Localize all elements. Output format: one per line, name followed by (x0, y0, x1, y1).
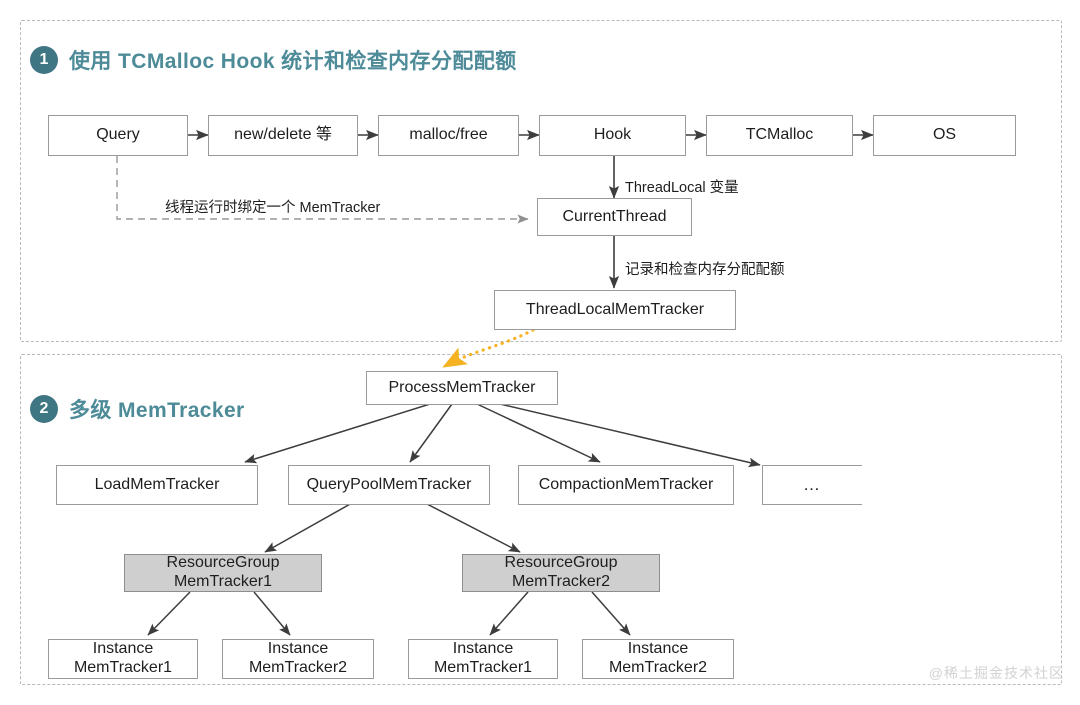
node-resourcegroup-memtracker-1[interactable]: ResourceGroup MemTracker1 (124, 554, 322, 592)
node-querypool-memtracker[interactable]: QueryPoolMemTracker (288, 465, 490, 505)
node-instance-memtracker-2b[interactable]: Instance MemTracker2 (582, 639, 734, 679)
node-current-thread[interactable]: CurrentThread (537, 198, 692, 236)
section-panel-1 (20, 20, 1062, 342)
section-heading-2: 2 多级 MemTracker (30, 394, 245, 424)
node-instance-memtracker-1b[interactable]: Instance MemTracker1 (408, 639, 558, 679)
node-process-memtracker[interactable]: ProcessMemTracker (366, 371, 558, 405)
node-tcmalloc[interactable]: TCMalloc (706, 115, 853, 156)
node-instance-memtracker-1a[interactable]: Instance MemTracker1 (48, 639, 198, 679)
node-instance-memtracker-2a[interactable]: Instance MemTracker2 (222, 639, 374, 679)
node-hook[interactable]: Hook (539, 115, 686, 156)
watermark: @稀土掘金技术社区 (928, 665, 1064, 681)
section-title-2: 多级 MemTracker (69, 399, 245, 422)
node-compaction-memtracker[interactable]: CompactionMemTracker (518, 465, 734, 505)
node-os[interactable]: OS (873, 115, 1016, 156)
edge-label-bind-memtracker: 线程运行时绑定一个 MemTracker (165, 200, 381, 216)
edge-label-record-check-quota: 记录和检查内存分配配额 (625, 262, 785, 278)
node-load-memtracker[interactable]: LoadMemTracker (56, 465, 258, 505)
node-query[interactable]: Query (48, 115, 188, 156)
node-threadlocal-memtracker[interactable]: ThreadLocalMemTracker (494, 290, 736, 330)
section-title-1: 使用 TCMalloc Hook 统计和检查内存分配配额 (69, 50, 517, 73)
section-panel-2 (20, 354, 1062, 685)
node-malloc-free[interactable]: malloc/free (378, 115, 519, 156)
edge-label-threadlocal-var: ThreadLocal 变量 (625, 180, 739, 196)
section-heading-1: 1 使用 TCMalloc Hook 统计和检查内存分配配额 (30, 45, 517, 75)
section-badge-1: 1 (30, 46, 58, 74)
node-new-delete[interactable]: new/delete 等 (208, 115, 358, 156)
node-resourcegroup-memtracker-2[interactable]: ResourceGroup MemTracker2 (462, 554, 660, 592)
node-more-memtracker[interactable]: … (762, 465, 862, 505)
section-badge-2: 2 (30, 395, 58, 423)
